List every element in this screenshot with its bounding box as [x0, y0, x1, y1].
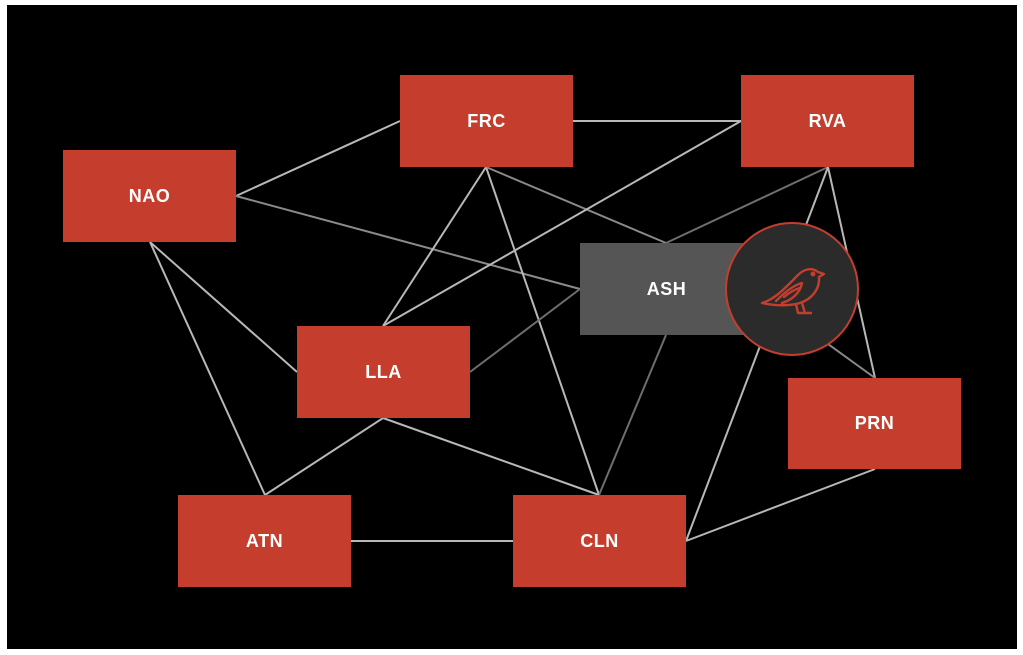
node-atn: ATN — [178, 495, 351, 587]
edge-frc-cln — [485, 166, 600, 496]
edge-cln-prn — [685, 468, 876, 542]
node-cln: CLN — [513, 495, 686, 587]
edge-ash-lla — [469, 288, 581, 373]
edge-lla-atn — [264, 417, 384, 496]
node-prn: PRN — [788, 378, 961, 469]
node-lla: LLA — [297, 326, 470, 418]
edge-rva-lla — [382, 120, 742, 327]
edge-nao-lla — [149, 241, 298, 373]
bird-icon — [760, 267, 826, 315]
node-rva: RVA — [741, 75, 914, 167]
edge-lla-cln — [382, 417, 600, 496]
edge-nao-atn — [149, 241, 266, 496]
node-frc: FRC — [400, 75, 573, 167]
edge-ash-cln — [598, 334, 667, 496]
edge-frc-lla — [382, 166, 487, 327]
edge-rva-ash — [665, 166, 829, 244]
node-ash: ASH — [580, 243, 753, 335]
node-nao: NAO — [63, 150, 236, 242]
ash-badge — [725, 222, 859, 356]
edge-nao-frc — [235, 120, 401, 197]
edge-frc-ash — [485, 166, 667, 244]
